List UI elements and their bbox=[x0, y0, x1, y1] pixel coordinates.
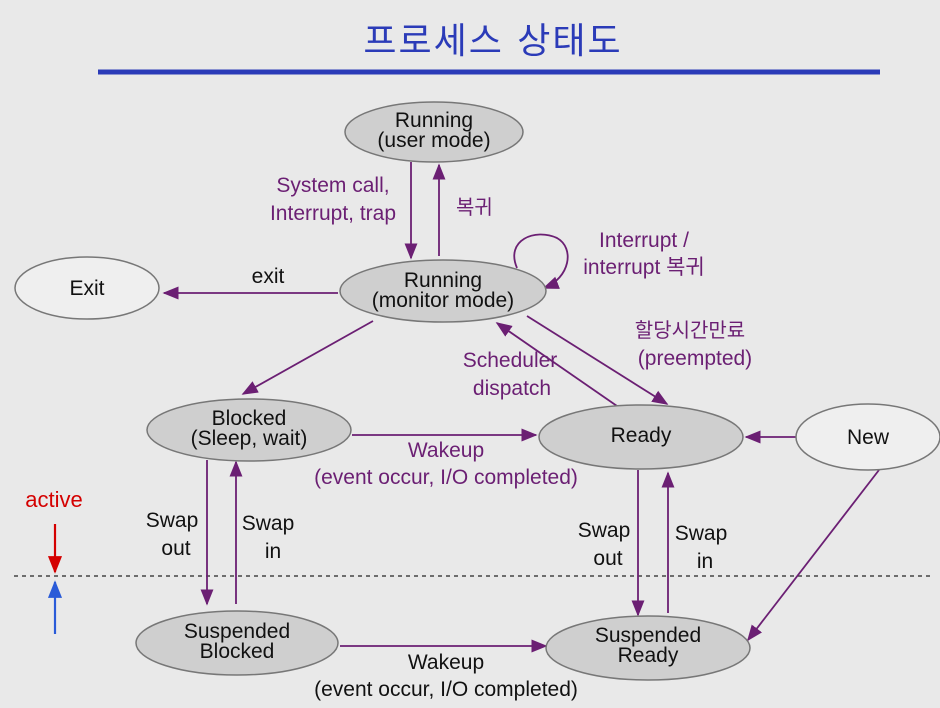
node-blocked: Blocked (Sleep, wait) bbox=[146, 398, 352, 462]
node-running-monitor: Running (monitor mode) bbox=[339, 259, 547, 323]
edge-labels: System call, Interrupt, trap 복귀 Interrup… bbox=[146, 174, 752, 701]
label-dispatch: dispatch bbox=[473, 377, 551, 400]
active-label: active bbox=[25, 487, 82, 512]
label-interrupt: Interrupt / bbox=[599, 229, 689, 252]
label-dispatch: Scheduler bbox=[463, 349, 558, 372]
edges bbox=[162, 162, 880, 653]
label-swap-in-right: Swap bbox=[675, 522, 728, 545]
label-return: 복귀 bbox=[456, 195, 493, 219]
node-exit: Exit bbox=[14, 256, 160, 320]
edge-preempted bbox=[526, 315, 669, 405]
node-label: Suspended bbox=[595, 624, 701, 647]
node-suspended-blocked: Suspended Blocked bbox=[135, 610, 339, 676]
node-label: Suspended bbox=[184, 620, 290, 643]
label-preempted: 할당시간만료 bbox=[635, 318, 745, 342]
node-ready: Ready bbox=[538, 404, 744, 470]
label-wakeup: (event occur, I/O completed) bbox=[314, 466, 578, 489]
label-swap-out-right: out bbox=[593, 547, 622, 570]
label-swap-in-left: in bbox=[265, 540, 281, 563]
node-running-user: Running (user mode) bbox=[344, 101, 524, 163]
edge-dispatch bbox=[495, 322, 618, 407]
label-wakeup-bottom: Wakeup bbox=[408, 651, 484, 674]
page-title: 프로세스 상태도 bbox=[363, 21, 623, 62]
node-label: Ready bbox=[618, 644, 679, 667]
node-new: New bbox=[795, 403, 940, 471]
node-label: Running bbox=[404, 269, 482, 292]
label-exit: exit bbox=[252, 265, 285, 288]
label-swap-in-left: Swap bbox=[242, 512, 295, 535]
node-label: (user mode) bbox=[377, 129, 490, 152]
label-wakeup: Wakeup bbox=[408, 439, 484, 462]
label-swap-out-left: out bbox=[161, 537, 190, 560]
node-label: Exit bbox=[69, 277, 104, 300]
node-label: Ready bbox=[611, 424, 672, 447]
edge-new-suspended-ready bbox=[747, 469, 880, 642]
node-label: Running bbox=[395, 109, 473, 132]
node-label: Blocked bbox=[212, 407, 287, 430]
node-suspended-ready: Suspended Ready bbox=[545, 615, 751, 681]
label-syscall: Interrupt, trap bbox=[270, 202, 396, 225]
label-interrupt: interrupt 복귀 bbox=[583, 256, 705, 279]
node-label: (monitor mode) bbox=[372, 289, 514, 312]
label-syscall: System call, bbox=[276, 174, 389, 197]
label-wakeup-bottom: (event occur, I/O completed) bbox=[314, 678, 578, 701]
label-preempted: (preempted) bbox=[638, 347, 752, 370]
edge-block bbox=[241, 320, 374, 395]
label-swap-in-right: in bbox=[697, 550, 713, 573]
label-swap-out-left: Swap bbox=[146, 509, 199, 532]
edge-interrupt-loop bbox=[513, 233, 569, 289]
active-indicator: active bbox=[25, 487, 83, 634]
node-label: New bbox=[847, 426, 890, 449]
node-label: Blocked bbox=[200, 640, 275, 663]
label-swap-out-right: Swap bbox=[578, 519, 631, 542]
node-label: (Sleep, wait) bbox=[191, 427, 308, 450]
